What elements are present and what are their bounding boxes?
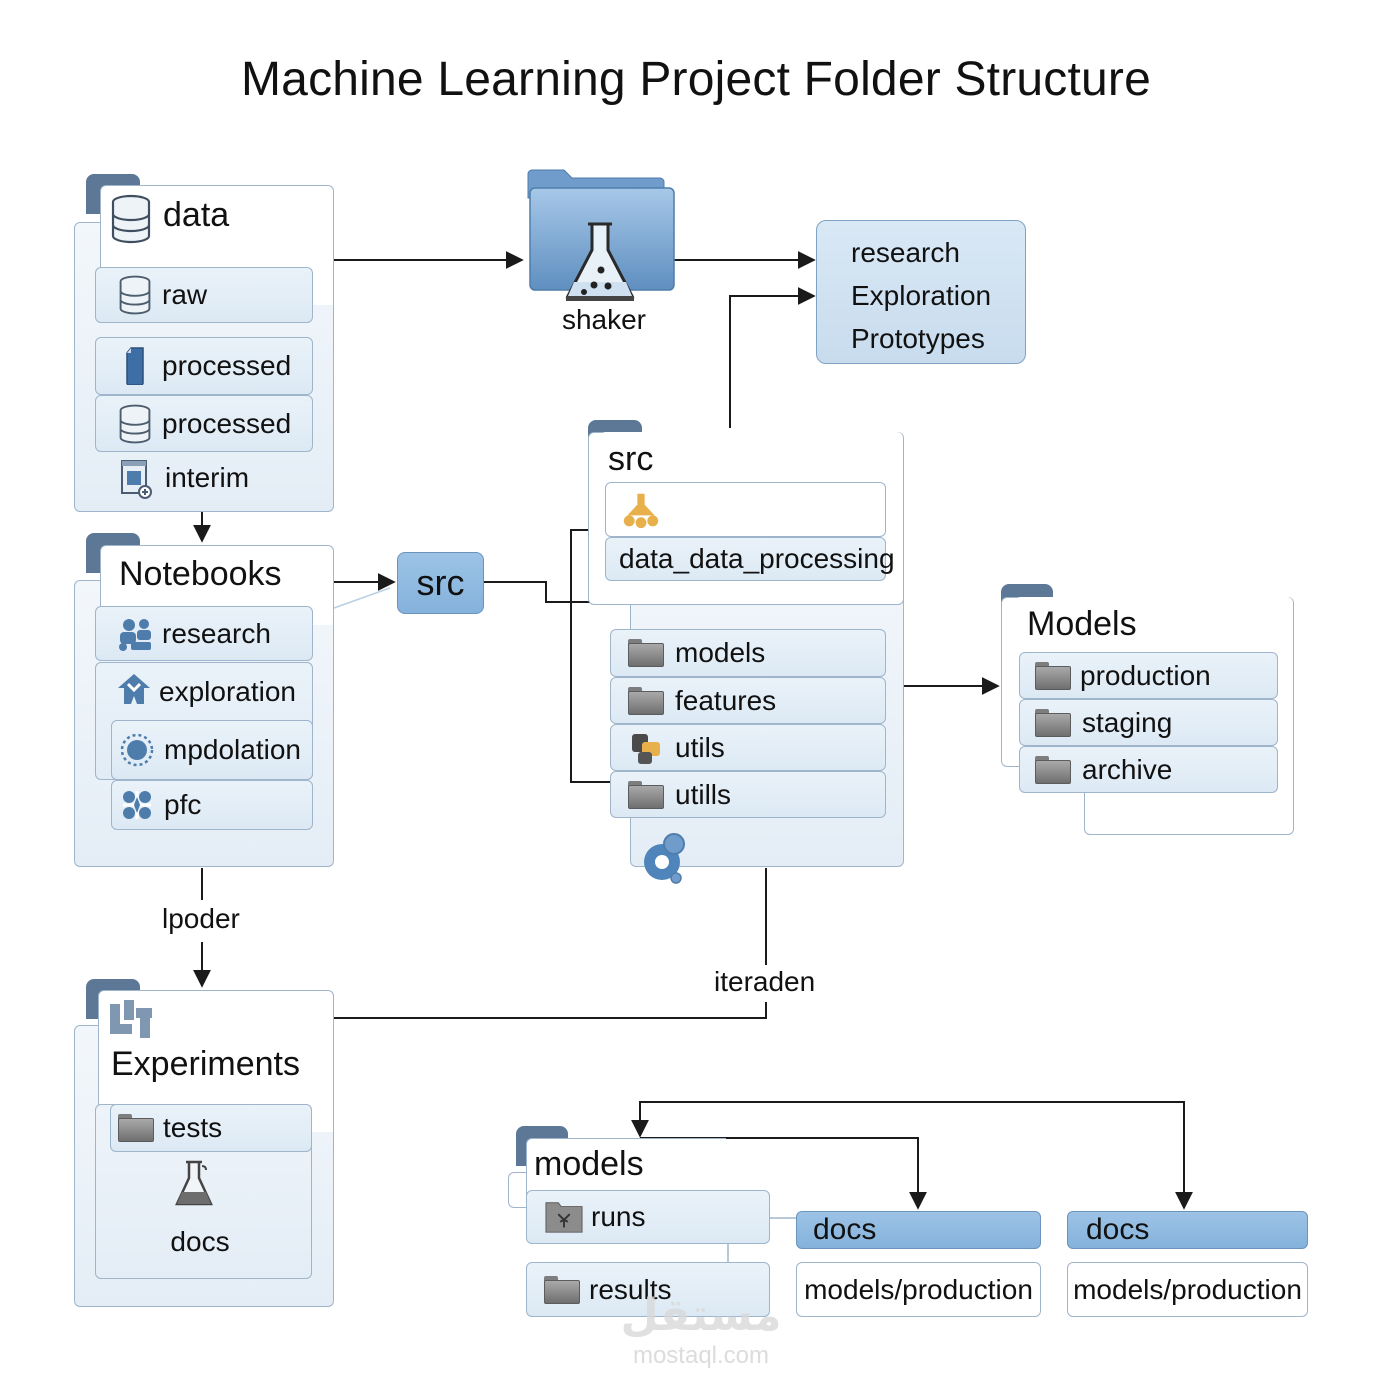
research-box-line: Prototypes: [851, 323, 985, 354]
python-icon: [627, 731, 665, 765]
folder-icon: [627, 636, 665, 670]
docs-panel-2-header[interactable]: docs: [1067, 1211, 1308, 1249]
database-icon: [110, 194, 154, 244]
models-folder-label: Models: [1027, 605, 1137, 643]
item-label: features: [675, 684, 777, 716]
clover-icon: [118, 788, 156, 822]
src-item-utils[interactable]: utils: [610, 724, 886, 771]
research-box-line: Exploration: [851, 280, 992, 311]
watermark-arabic: مستقل: [620, 1291, 782, 1340]
connector-src-to-research: [729, 287, 816, 428]
folder-icon: [1034, 706, 1072, 740]
folder-icon: [117, 1111, 155, 1145]
folder-icon: [1034, 753, 1072, 787]
diagram-title: Machine Learning Project Folder Structur…: [241, 53, 1151, 106]
src-item-models[interactable]: models: [610, 629, 886, 677]
src-item-features[interactable]: features: [610, 677, 886, 724]
item-label: processed: [162, 350, 292, 381]
experiments-folder-label: Experiments: [111, 1045, 300, 1083]
item-label: interim: [165, 462, 250, 493]
folder-emblem-icon: [545, 1200, 583, 1234]
shaker-label: shaker: [561, 304, 647, 335]
item-label: mpdolation: [164, 734, 301, 765]
models-bottom-folder-label: models: [534, 1145, 644, 1183]
clipboard-add-icon: [119, 459, 157, 499]
src-item-data-processing[interactable]: data_data_processing: [605, 537, 895, 581]
database-icon: [116, 404, 154, 443]
puzzle-icon: [115, 672, 153, 713]
item-label: raw: [162, 279, 208, 310]
shaker-node[interactable]: [524, 168, 676, 308]
notebooks-item-pfc[interactable]: pfc: [111, 780, 313, 830]
item-label: utils: [675, 731, 725, 763]
item-label: tests: [163, 1112, 223, 1143]
connector-label-iteraden: iteraden: [712, 966, 818, 998]
docs-header-label: docs: [813, 1213, 877, 1246]
docs-panel-2-body[interactable]: models/production: [1067, 1262, 1308, 1317]
item-label: pfc: [164, 789, 202, 820]
research-box[interactable]: research Exploration Prototypes: [816, 220, 1026, 364]
folder-icon: [543, 1273, 581, 1307]
docs-panel-1-body[interactable]: models/production: [796, 1262, 1041, 1317]
notebooks-item-research[interactable]: research: [95, 606, 313, 661]
file-icon: [116, 347, 154, 385]
notebooks-folder-label: Notebooks: [119, 555, 282, 593]
research-box-line: research: [851, 237, 960, 268]
item-label: staging: [1082, 706, 1173, 738]
flask-icon: [174, 1160, 214, 1210]
docs-body-label: models/production: [804, 1273, 1033, 1305]
src-button-label: src: [416, 562, 465, 603]
flask-folder-icon: [527, 169, 675, 301]
models-item-staging[interactable]: staging: [1019, 699, 1278, 746]
models-bottom-item-results[interactable]: results: [526, 1262, 770, 1317]
watermark-latin: mostaql.com: [632, 1342, 770, 1369]
data-item-raw[interactable]: raw: [95, 267, 313, 323]
docs-body-label: models/production: [1073, 1273, 1302, 1305]
item-label: runs: [591, 1201, 646, 1232]
item-label: utills: [675, 778, 732, 810]
item-label: production: [1080, 659, 1211, 691]
people-icon: [116, 617, 154, 651]
item-label: exploration: [159, 676, 296, 707]
bubble-logo-icon: [640, 826, 690, 886]
circle-dots-icon: [118, 733, 156, 767]
experiments-item-tests[interactable]: tests: [110, 1104, 312, 1152]
notebooks-item-mpdolation[interactable]: mpdolation: [111, 720, 313, 780]
blocks-icon: [110, 1000, 154, 1040]
src-item-hierarchy[interactable]: [605, 482, 886, 537]
docs-header-label: docs: [1086, 1213, 1150, 1246]
data-folder-label: data: [163, 196, 230, 234]
docs-panel-1-header[interactable]: docs: [796, 1211, 1041, 1249]
item-label: data_data_processing: [619, 543, 895, 574]
data-item-interim[interactable]: interim: [95, 454, 313, 502]
data-item-processed[interactable]: processed: [95, 337, 313, 395]
experiments-item-docs[interactable]: docs: [170, 1226, 230, 1257]
data-item-processed-2[interactable]: processed: [95, 395, 313, 452]
models-item-archive[interactable]: archive: [1019, 746, 1278, 793]
item-label: processed: [162, 407, 292, 439]
src-item-utills[interactable]: utills: [610, 771, 886, 818]
folder-icon: [1034, 659, 1072, 693]
src-button[interactable]: src: [397, 552, 484, 614]
item-label: results: [589, 1273, 672, 1305]
folder-icon: [627, 778, 665, 812]
connector-src-button-to-src: [484, 581, 600, 603]
models-bottom-item-runs[interactable]: runs: [526, 1190, 770, 1244]
models-item-production[interactable]: production: [1019, 652, 1278, 699]
hierarchy-icon: [622, 493, 660, 528]
src-folder-label: src: [608, 440, 654, 478]
item-label: archive: [1082, 753, 1173, 785]
item-label: models: [675, 637, 766, 668]
database-icon: [116, 275, 154, 315]
connector-label-lpoder: lpoder: [160, 903, 242, 935]
item-label: research: [162, 617, 271, 649]
models-bottom-folder-front: [526, 1138, 726, 1200]
folder-icon: [627, 684, 665, 718]
notebooks-item-exploration[interactable]: exploration: [95, 664, 313, 720]
